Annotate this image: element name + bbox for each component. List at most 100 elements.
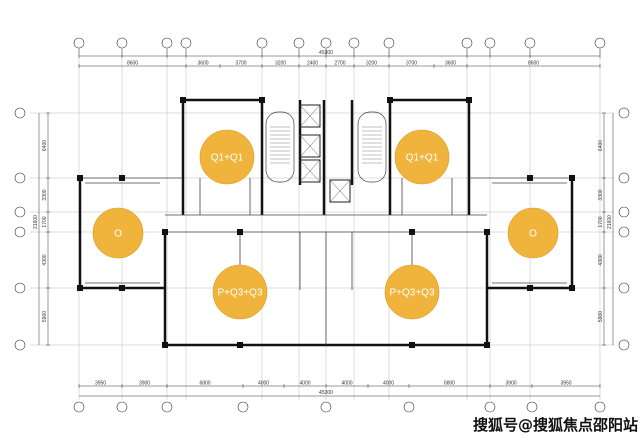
axis-bubble bbox=[320, 401, 332, 413]
top-dim-label: 2400 bbox=[307, 61, 318, 67]
bottom-total-label: 45300 bbox=[319, 390, 333, 396]
column bbox=[466, 97, 472, 103]
axis-bubble bbox=[320, 37, 332, 49]
bottom-dim-label: 6800 bbox=[199, 381, 210, 387]
top-dim-label: 3700 bbox=[235, 61, 246, 67]
bottom-dim-label: 4000 bbox=[341, 381, 352, 387]
axis-bubble bbox=[14, 172, 26, 184]
axis-bubble bbox=[618, 206, 630, 218]
axis-bubble bbox=[618, 107, 630, 119]
right-dim-label: 1700 bbox=[598, 216, 604, 227]
axis-bubble bbox=[526, 401, 538, 413]
bottom-dim-label: 3900 bbox=[505, 381, 516, 387]
column bbox=[409, 342, 415, 348]
column bbox=[237, 342, 243, 348]
axis-bubble bbox=[14, 107, 26, 119]
axis-bubble bbox=[14, 282, 26, 294]
unit-type-marker bbox=[394, 129, 450, 185]
axis-bubble bbox=[161, 37, 173, 49]
right-dim-label: 5900 bbox=[598, 311, 604, 322]
axis-bubble bbox=[73, 401, 85, 413]
axis-bubble bbox=[14, 339, 26, 351]
column bbox=[569, 175, 575, 181]
column bbox=[387, 97, 393, 103]
elevator-shaft bbox=[299, 104, 321, 128]
bottom-dim-label: 4000 bbox=[258, 381, 269, 387]
column bbox=[409, 229, 415, 235]
elevator-cross-icon bbox=[299, 104, 321, 128]
right-dim-label: 4300 bbox=[598, 254, 604, 265]
bottom-dim-label: 3900 bbox=[139, 381, 150, 387]
column bbox=[119, 175, 125, 181]
unit-type-marker bbox=[199, 129, 255, 185]
bottom-dim-label: 3950 bbox=[560, 381, 571, 387]
bottom-dim-label: 3950 bbox=[95, 381, 106, 387]
axis-bubble bbox=[383, 37, 395, 49]
elevator-shaft bbox=[299, 134, 321, 158]
bottom-dim-label: 4000 bbox=[299, 381, 310, 387]
left-dim-label: 6400 bbox=[42, 140, 48, 151]
axis-bubble bbox=[618, 282, 630, 294]
right-total-label: 21600 bbox=[607, 215, 613, 229]
axis-bubble bbox=[461, 37, 473, 49]
elevator-cross-icon bbox=[299, 159, 321, 183]
top-dim-label: 3600 bbox=[445, 61, 456, 67]
axis-bubble bbox=[256, 37, 268, 49]
axis-bubble bbox=[618, 172, 630, 184]
axis-bubble bbox=[161, 401, 173, 413]
column bbox=[180, 97, 186, 103]
unit-type-label: P+Q3+Q3 bbox=[389, 288, 434, 299]
axis-bubble bbox=[403, 401, 415, 413]
axis-bubble bbox=[14, 206, 26, 218]
axis-bubble bbox=[524, 37, 536, 49]
watermark: 搜狐号@搜狐焦点邵阳站 bbox=[472, 416, 638, 434]
top-dim-label: 2700 bbox=[334, 61, 345, 67]
unit-type-marker bbox=[92, 207, 144, 259]
axis-bubble bbox=[116, 401, 128, 413]
unit-type-marker bbox=[507, 207, 559, 259]
top-dim-label: 3600 bbox=[197, 61, 208, 67]
elevator-shaft bbox=[299, 159, 321, 183]
right-dim-label: 3300 bbox=[598, 189, 604, 200]
left-dim-label: 1700 bbox=[42, 216, 48, 227]
axis-bubble bbox=[484, 37, 496, 49]
column bbox=[162, 342, 168, 348]
column bbox=[484, 342, 490, 348]
axis-bubble bbox=[594, 37, 606, 49]
axis-bubble bbox=[180, 37, 192, 49]
column bbox=[77, 285, 83, 291]
top-dim-label: 8600 bbox=[528, 61, 539, 67]
column bbox=[237, 229, 243, 235]
left-dim-label: 3300 bbox=[42, 189, 48, 200]
top-dim-label: 3200 bbox=[275, 61, 286, 67]
unit-type-label: Q1+Q1 bbox=[406, 153, 439, 164]
unit-type-label: O bbox=[114, 229, 122, 240]
column bbox=[527, 285, 533, 291]
left-total-label: 21600 bbox=[33, 215, 39, 229]
unit-type-label: P+Q3+Q3 bbox=[217, 288, 262, 299]
bottom-dim-label: 4000 bbox=[383, 381, 394, 387]
elevator-cross-icon bbox=[299, 134, 321, 158]
top-total-label: 45300 bbox=[319, 50, 333, 56]
column bbox=[569, 285, 575, 291]
column bbox=[527, 175, 533, 181]
elevator-shaft bbox=[329, 179, 351, 203]
left-dim-label: 5900 bbox=[42, 311, 48, 322]
axis-bubble bbox=[348, 37, 360, 49]
right-dim-label: 6400 bbox=[598, 140, 604, 151]
column bbox=[484, 229, 490, 235]
axis-bubble bbox=[618, 339, 630, 351]
axis-bubble bbox=[594, 401, 606, 413]
unit-type-label: Q1+Q1 bbox=[211, 153, 244, 164]
column bbox=[77, 175, 83, 181]
top-dim-label: 3700 bbox=[406, 61, 417, 67]
unit-type-label: O bbox=[529, 229, 537, 240]
axis-bubble bbox=[116, 37, 128, 49]
axis-bubble bbox=[293, 37, 305, 49]
top-dim-label: 8600 bbox=[127, 61, 138, 67]
column bbox=[259, 97, 265, 103]
bottom-dim-label: 6800 bbox=[444, 381, 455, 387]
elevator-cross-icon bbox=[329, 179, 351, 203]
left-dim-label: 4300 bbox=[42, 254, 48, 265]
